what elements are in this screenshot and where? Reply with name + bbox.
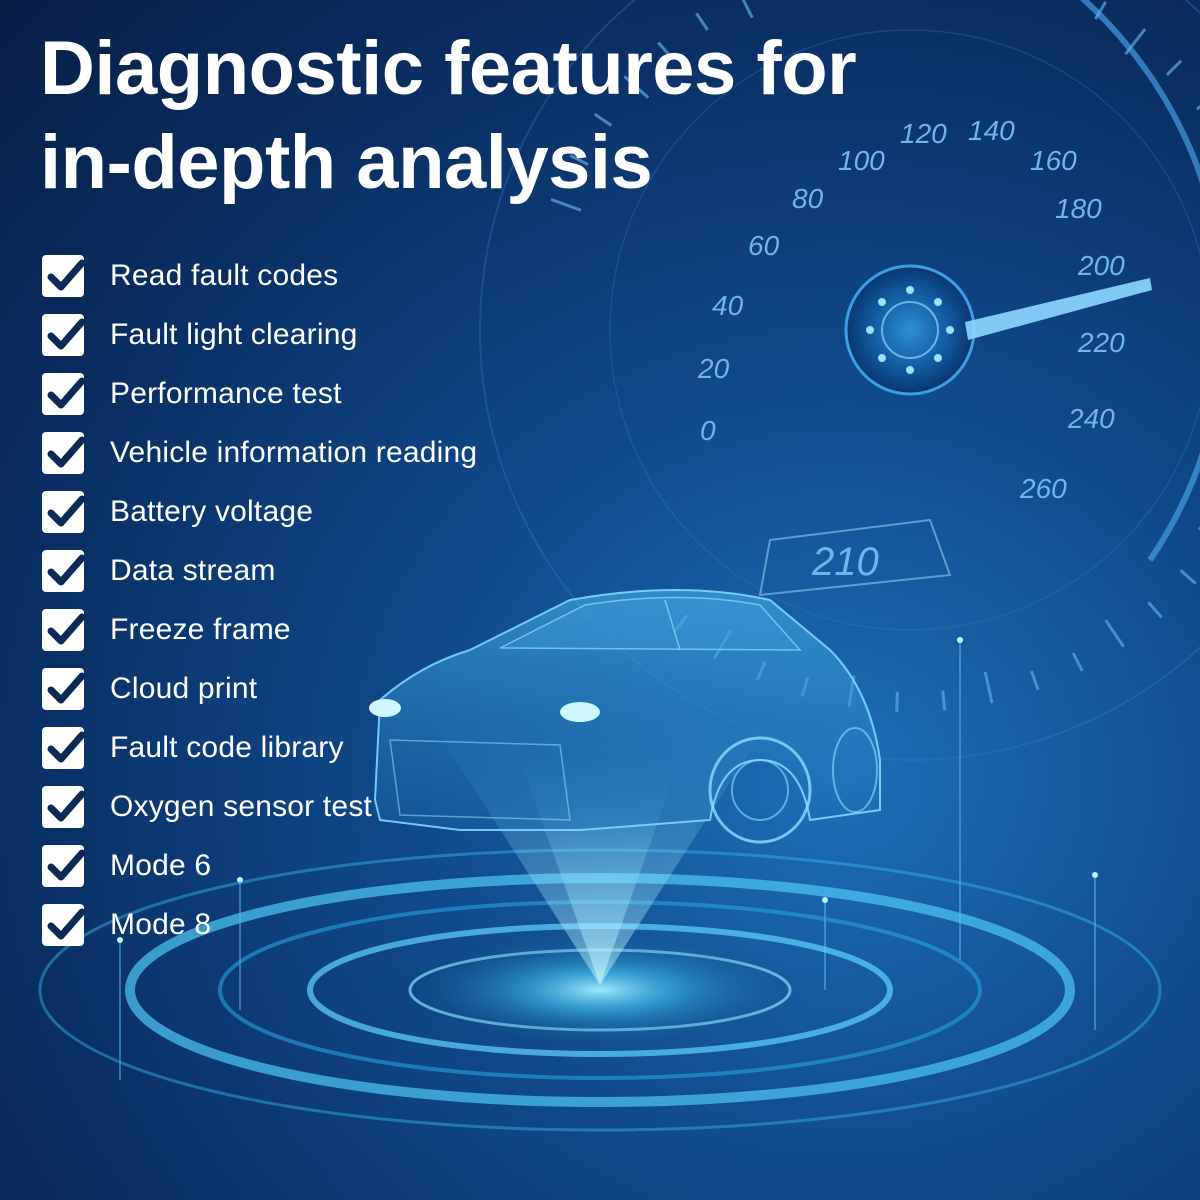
gauge-number: 100	[838, 145, 885, 176]
feature-label: Oxygen sensor test	[110, 789, 373, 823]
gauge-tick	[550, 197, 582, 212]
gauge-number: 180	[1055, 193, 1102, 224]
hologram-car-icon	[369, 589, 881, 844]
gauge-tick	[1195, 104, 1200, 111]
checkbox-checked-icon	[42, 490, 86, 533]
feature-label: Freeze frame	[110, 612, 291, 646]
gauge-tick	[1104, 619, 1125, 648]
feature-label: Mode 6	[110, 848, 212, 882]
gauge-tick	[1124, 28, 1147, 56]
feature-item-vehicle-information-reading: Vehicle information reading	[42, 423, 477, 482]
gauge-tick	[593, 112, 613, 127]
feature-item-battery-voltage: Battery voltage	[42, 482, 477, 541]
gauge-tick	[741, 0, 754, 19]
feature-label: Fault light clearing	[110, 317, 358, 351]
feature-item-oxygen-sensor-test: Oxygen sensor test	[42, 777, 477, 836]
feature-item-freeze-frame: Freeze frame	[42, 600, 477, 659]
gauge-number: 20	[697, 353, 730, 384]
gauge-number: 220	[1077, 327, 1125, 358]
gauge-number: 260	[1019, 473, 1067, 504]
gauge-tick	[1030, 670, 1040, 691]
feature-label: Cloud print	[110, 671, 258, 705]
feature-item-read-fault-codes: Read fault codes	[42, 246, 477, 305]
feature-item-mode-6: Mode 6	[42, 836, 477, 895]
feature-label: Mode 8	[110, 907, 212, 941]
gauge-tick	[623, 75, 650, 99]
checkbox-checked-icon	[42, 372, 86, 415]
gauge-tick	[1165, 59, 1183, 76]
gauge-number: 160	[1030, 145, 1077, 176]
gauge-tick	[1094, 1, 1107, 20]
feature-item-fault-code-library: Fault code library	[42, 718, 477, 777]
checkbox-checked-icon	[42, 431, 86, 474]
checkbox-checked-icon	[42, 903, 86, 946]
gauge-number: 140	[968, 115, 1015, 146]
feature-item-fault-light-clearing: Fault light clearing	[42, 305, 477, 364]
gauge-tick	[695, 12, 709, 31]
gauge-tick	[1179, 569, 1197, 585]
pole-lights	[117, 637, 1098, 943]
gauge-tick	[1147, 601, 1163, 619]
gauge-readout: 210	[811, 540, 879, 584]
gauge-tick	[1071, 652, 1084, 672]
feature-label: Fault code library	[110, 730, 344, 764]
gauge-tick	[657, 41, 673, 59]
gauge-number: 40	[712, 290, 744, 321]
feature-list: Read fault codes Fault light clearing Pe…	[42, 246, 477, 954]
light-poles	[119, 640, 1096, 1080]
gauge-number: 120	[900, 118, 947, 149]
gauge-number: 0	[700, 415, 716, 446]
gauge-number: 200	[1077, 250, 1125, 281]
checkbox-checked-icon	[42, 254, 86, 297]
feature-label: Vehicle information reading	[110, 435, 478, 469]
gauge-number: 80	[792, 183, 824, 214]
gauge-tick	[569, 154, 589, 166]
checkbox-checked-icon	[42, 726, 86, 769]
gauge-tick	[941, 690, 947, 711]
checkbox-checked-icon	[42, 667, 86, 710]
feature-label: Battery voltage	[110, 494, 314, 528]
checkbox-checked-icon	[42, 844, 86, 887]
feature-label: Performance test	[110, 376, 342, 410]
checkbox-checked-icon	[42, 549, 86, 592]
feature-item-data-stream: Data stream	[42, 541, 477, 600]
feature-item-mode-8: Mode 8	[42, 895, 477, 954]
gauge-number: 60	[748, 230, 780, 261]
feature-item-performance-test: Performance test	[42, 364, 477, 423]
page-title-line-2: in-depth analysis	[40, 120, 653, 205]
page-title: Diagnostic features for in-depth analysi…	[40, 22, 1160, 210]
checkbox-checked-icon	[42, 608, 86, 651]
gauge-tick	[983, 671, 994, 704]
checkbox-checked-icon	[42, 313, 86, 356]
checkbox-checked-icon	[42, 785, 86, 828]
feature-label: Data stream	[110, 553, 276, 587]
feature-item-cloud-print: Cloud print	[42, 659, 477, 718]
feature-label: Read fault codes	[110, 258, 339, 292]
gauge-number: 240	[1067, 403, 1115, 434]
page-title-line-1: Diagnostic features for	[40, 26, 857, 111]
gauge-tick	[895, 691, 899, 712]
